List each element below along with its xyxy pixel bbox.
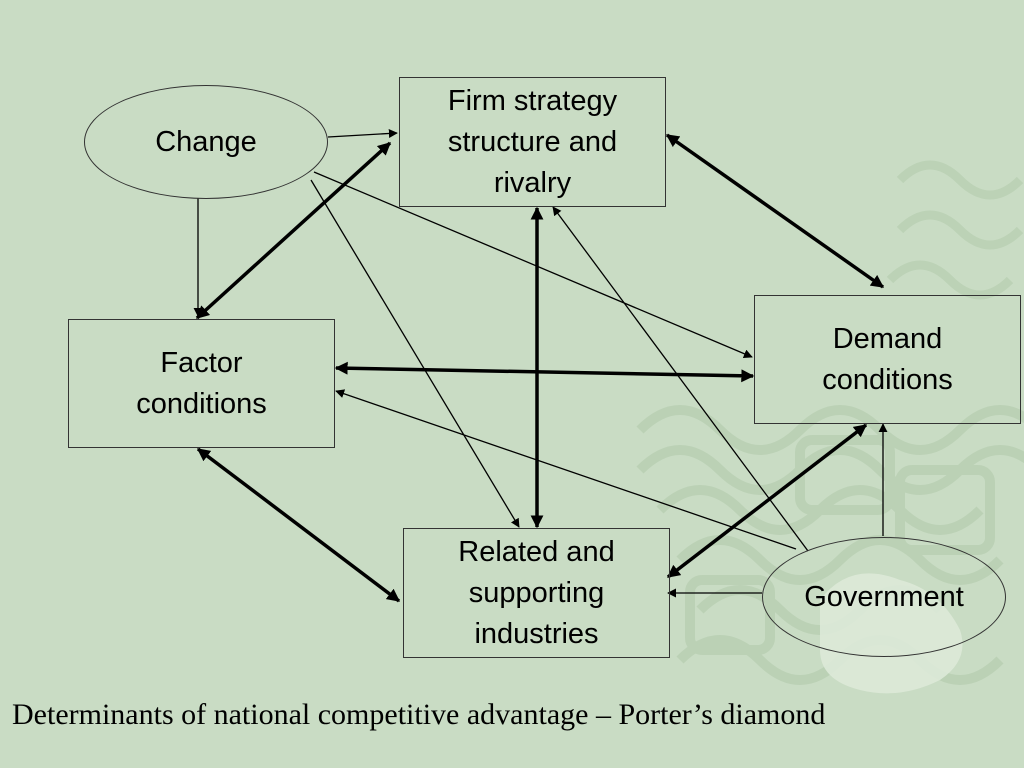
- factor-conditions-label: Factor conditions: [136, 346, 267, 420]
- change-node: Change: [84, 85, 328, 199]
- demand-conditions-node: Demand conditions: [754, 295, 1021, 424]
- related-industries-label: Related and supporting industries: [458, 535, 615, 650]
- edge-demand-related: [666, 423, 868, 579]
- government-label: Government: [804, 580, 964, 613]
- edge-government-to-factor: [335, 389, 797, 550]
- edge-government-to-firm-strategy: [552, 206, 809, 552]
- change-label: Change: [155, 125, 257, 158]
- edge-firm-factor: [195, 141, 392, 320]
- demand-conditions-label: Demand conditions: [822, 322, 953, 396]
- edge-factor-demand: [334, 361, 755, 383]
- edge-factor-related: [196, 447, 401, 603]
- edge-firm-demand: [665, 133, 885, 289]
- government-node: Government: [762, 537, 1006, 657]
- firm-strategy-label: Firm strategy structure and rivalry: [447, 84, 618, 199]
- edge-change-to-related: [310, 179, 520, 528]
- factor-conditions-node: Factor conditions: [68, 319, 335, 448]
- edge-change-to-firm-strategy: [327, 128, 398, 138]
- slide-caption: Determinants of national competitive adv…: [12, 698, 826, 731]
- related-industries-node: Related and supporting industries: [403, 528, 670, 658]
- firm-strategy-node: Firm strategy structure and rivalry: [399, 77, 666, 207]
